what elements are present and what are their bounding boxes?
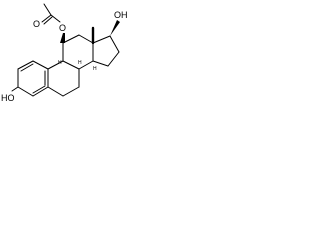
c14-c8-bond	[78, 60, 94, 70]
c13-c17-bond	[92, 35, 111, 44]
acyl-oxygen-bond	[50, 14, 61, 23]
c1-c2-inner-bond	[20, 63, 34, 72]
c11-c12-bond	[62, 34, 80, 44]
h8-label: H	[78, 60, 82, 66]
carbonyl-double-bond-b	[43, 16, 53, 25]
steroid-skeleton	[11, 20, 120, 97]
c8-c9-bond	[62, 60, 80, 70]
acetate-group: O O	[33, 3, 66, 43]
c12-c13-bond	[78, 34, 94, 44]
c7-c6-bond	[62, 86, 80, 97]
c16-c15-bond	[107, 51, 120, 67]
ester-oxygen-label: O	[59, 23, 66, 33]
stereo-hydrogens: H H H	[58, 60, 97, 72]
hydroxyl-3-label: HO	[1, 93, 15, 103]
h9-label: H	[58, 60, 62, 66]
c17-hydroxyl-wedge-bond	[110, 20, 120, 36]
c10-c9-bond	[47, 60, 64, 70]
c4-c5-bond	[32, 86, 49, 97]
c4-c5-inner-bond	[32, 85, 46, 94]
c3-c4-bond	[17, 86, 34, 97]
c6-c5-bond	[47, 86, 64, 97]
c10-c1-bond	[32, 60, 49, 70]
c15-c14-bond	[92, 60, 109, 67]
acetyl-methyl-bond	[43, 3, 52, 16]
h14-label: H	[93, 66, 97, 72]
hydroxyl-17-label: OH	[114, 10, 128, 20]
c1-c2-bond	[17, 60, 34, 70]
c11-oxygen-wedge-bond	[60, 33, 65, 43]
carbonyl-double-bond-a	[41, 14, 52, 23]
c17-c16-bond	[109, 35, 120, 53]
chemical-structure: O O	[1, 3, 128, 103]
carbonyl-oxygen-label: O	[33, 19, 40, 29]
c3-hydroxyl-bond	[11, 86, 19, 92]
